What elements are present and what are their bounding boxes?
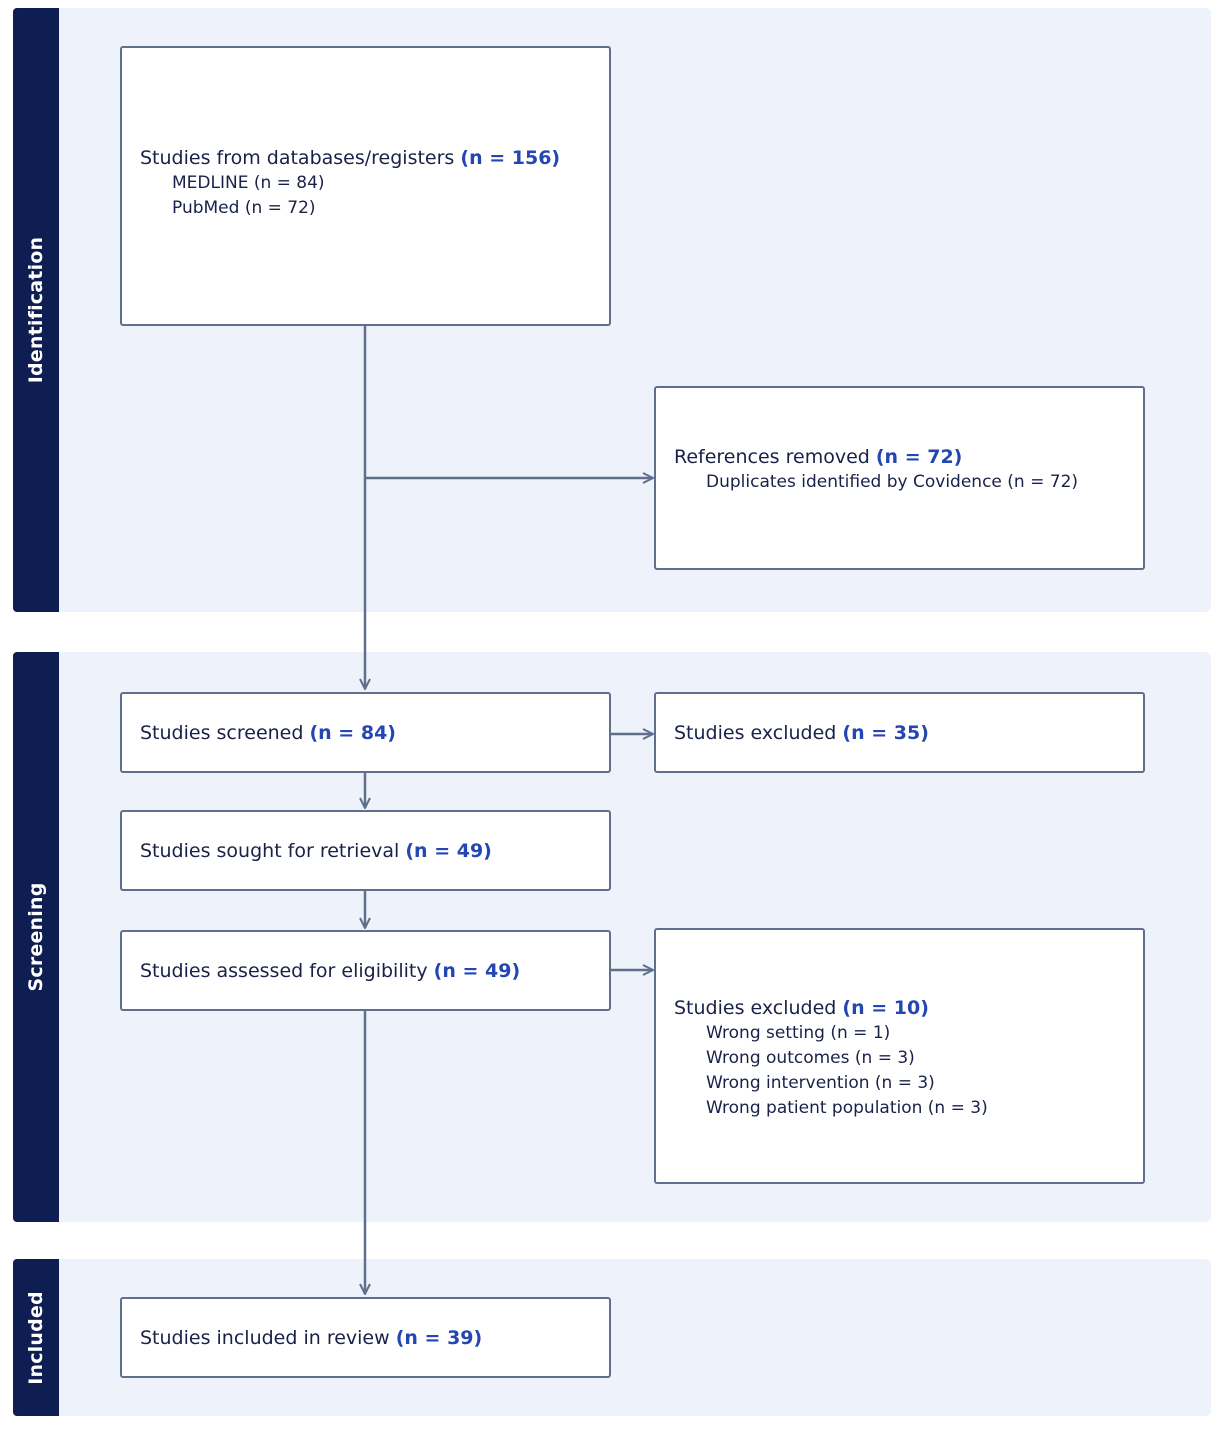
- removed-title: References removed: [674, 446, 870, 468]
- removed-sub-duplicates: Duplicates identified by Covidence (n = …: [706, 472, 1079, 492]
- screened-count: (n = 84): [309, 721, 396, 744]
- identification-title: Studies from databases/registers: [140, 146, 455, 169]
- identification-count: (n = 156): [460, 146, 561, 169]
- removed-count: (n = 72): [875, 446, 963, 468]
- eligibility-box: Studies assessed for eligibility (n = 49…: [120, 930, 611, 1011]
- excluded-screening-count: (n = 35): [842, 721, 929, 744]
- included-count: (n = 39): [395, 1326, 483, 1349]
- retrieval-count: (n = 49): [405, 839, 492, 862]
- retrieval-box: Studies sought for retrieval (n = 49): [120, 810, 611, 891]
- excluded-eligibility-title: Studies excluded: [674, 997, 837, 1019]
- excluded-screening-title: Studies excluded: [674, 721, 837, 744]
- excluded-eligibility-box: Studies excluded (n = 10) Wrong setting …: [654, 928, 1145, 1184]
- identification-box: Studies from databases/registers (n = 15…: [120, 46, 611, 326]
- identification-sub-medline: MEDLINE (n = 84): [172, 172, 325, 193]
- screening-sidebar: Screening: [13, 652, 59, 1222]
- included-box: Studies included in review (n = 39): [120, 1297, 611, 1378]
- excluded-screening-box: Studies excluded (n = 35): [654, 692, 1145, 773]
- eligibility-count: (n = 49): [433, 959, 521, 982]
- eligibility-title: Studies assessed for eligibility: [140, 959, 428, 982]
- exclusion-reason-setting: Wrong setting (n = 1): [706, 1023, 891, 1043]
- exclusion-reason-outcomes: Wrong outcomes (n = 3): [706, 1048, 915, 1068]
- excluded-eligibility-count: (n = 10): [842, 997, 929, 1019]
- retrieval-title: Studies sought for retrieval: [140, 839, 400, 862]
- screened-box: Studies screened (n = 84): [120, 692, 611, 773]
- exclusion-reason-population: Wrong patient population (n = 3): [706, 1098, 988, 1118]
- exclusion-reason-intervention: Wrong intervention (n = 3): [706, 1073, 935, 1093]
- identification-sidebar: Identification: [13, 8, 59, 612]
- identification-sub-pubmed: PubMed (n = 72): [172, 197, 316, 218]
- screened-title: Studies screened: [140, 721, 304, 744]
- included-title: Studies included in review: [140, 1326, 390, 1349]
- included-sidebar: Included: [13, 1259, 59, 1416]
- removed-box: References removed (n = 72) Duplicates i…: [654, 386, 1145, 570]
